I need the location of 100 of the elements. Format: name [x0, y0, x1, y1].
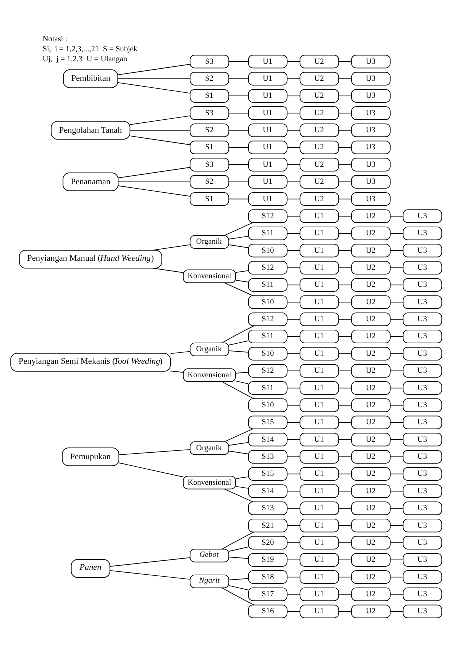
node-box: U2	[351, 416, 391, 430]
node-box: U1	[300, 398, 340, 412]
node-box: U3	[403, 570, 442, 584]
connector	[338, 422, 352, 424]
node-box: Pemupukan	[62, 448, 120, 466]
node-box: U3	[351, 140, 391, 155]
connector	[228, 244, 249, 248]
node-box: U1	[300, 244, 340, 258]
connector	[390, 388, 404, 389]
node-box: U1	[248, 192, 288, 206]
connector	[130, 130, 191, 131]
node-box: S10	[248, 296, 288, 310]
connector	[338, 216, 352, 217]
connector	[118, 186, 191, 197]
connector	[338, 388, 352, 389]
connector	[338, 112, 352, 114]
node-box: Penanaman	[62, 172, 119, 192]
connector	[390, 216, 404, 217]
connector	[287, 164, 300, 166]
connector	[118, 78, 191, 80]
node-box: U3	[403, 226, 442, 240]
node-box: U2	[300, 175, 340, 189]
node-box: U3	[351, 72, 391, 86]
connector	[390, 456, 404, 458]
connector	[338, 336, 352, 338]
node-box: S3	[190, 158, 230, 172]
node-box: S17	[248, 588, 288, 602]
node-box: U1	[300, 588, 340, 602]
connector	[236, 486, 249, 489]
node-box: U3	[403, 484, 442, 498]
node-box: U1	[300, 570, 340, 584]
connector	[228, 96, 249, 97]
connector	[390, 319, 404, 320]
connector	[338, 508, 352, 509]
connector	[287, 147, 300, 148]
node-box: U3	[403, 296, 442, 310]
node-box: U3	[403, 382, 442, 396]
connector	[224, 282, 254, 296]
node-box: S19	[248, 553, 288, 567]
node-box: U3	[351, 192, 391, 206]
connector	[287, 611, 300, 612]
node-box: U1	[300, 553, 340, 567]
connector	[338, 439, 352, 440]
connector	[118, 64, 191, 76]
connector	[338, 594, 352, 595]
node-box: U1	[300, 382, 340, 396]
node-box: S11	[248, 226, 288, 240]
connector	[287, 216, 300, 217]
node-box: U1	[300, 450, 340, 464]
node-box: S16	[248, 604, 288, 618]
node-box: U1	[300, 226, 340, 240]
connector	[228, 340, 249, 346]
connector	[390, 250, 404, 252]
node-box: U1	[248, 140, 288, 155]
connector	[222, 382, 255, 400]
connector	[287, 336, 300, 338]
connector	[338, 198, 352, 200]
node-box: U1	[300, 347, 340, 361]
connector	[236, 280, 249, 283]
connector	[222, 326, 255, 344]
connector	[287, 542, 300, 544]
connector	[224, 222, 254, 236]
node-box: U3	[403, 416, 442, 430]
connector	[390, 525, 404, 526]
node-box: U1	[300, 312, 340, 326]
connector	[118, 82, 191, 94]
node-box: U3	[403, 312, 442, 326]
connector	[287, 319, 300, 320]
node-box: U3	[403, 330, 442, 344]
node-box: S13	[248, 450, 288, 464]
node-box: S1	[190, 89, 230, 103]
node-box: Penyiangan Manual (Hand Weeding)	[19, 250, 162, 269]
connector	[228, 164, 249, 166]
connector	[287, 233, 300, 234]
connector	[110, 558, 191, 568]
connector	[390, 336, 404, 338]
connector	[152, 244, 190, 251]
connector	[338, 147, 352, 148]
node-box: S10	[248, 347, 288, 361]
node-box: U3	[403, 588, 442, 602]
node-box: S18	[248, 570, 288, 584]
node-box: U2	[351, 467, 391, 482]
connector	[224, 428, 254, 442]
node-box: Penyiangan Semi Mekanis (Tool Weeding)	[10, 353, 171, 372]
node-box: U3	[403, 604, 442, 618]
connector	[390, 233, 404, 234]
node-box: U3	[403, 467, 442, 482]
connector	[287, 198, 300, 200]
connector	[390, 576, 404, 578]
connector	[390, 370, 404, 372]
node-box: U1	[300, 467, 340, 482]
node-box: U2	[300, 72, 340, 86]
node-box: S14	[248, 484, 288, 498]
node-box: S3	[190, 54, 230, 69]
node-box: S21	[248, 518, 288, 533]
node-box: U3	[351, 158, 391, 172]
node-box: S20	[248, 536, 288, 550]
node-box: U2	[300, 124, 340, 138]
connector	[338, 491, 352, 492]
node-box: U2	[300, 54, 340, 69]
